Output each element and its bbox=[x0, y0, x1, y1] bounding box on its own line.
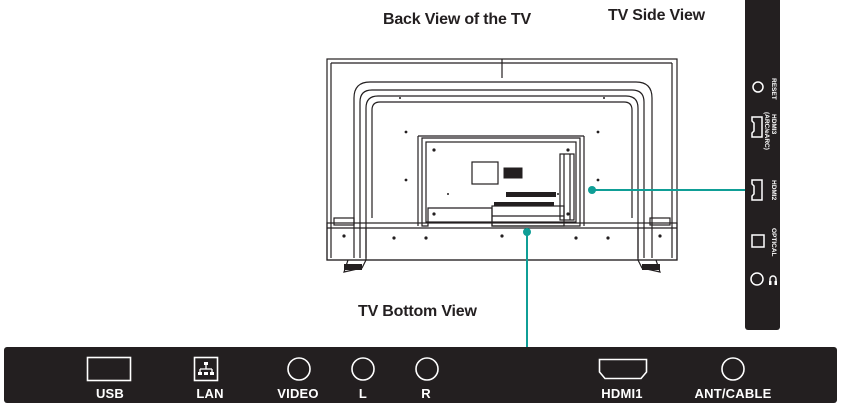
side-label-reset: RESET bbox=[770, 78, 777, 100]
video-jack-icon bbox=[287, 357, 311, 381]
side-label-hdmi3-arc: (ARC/eARC) bbox=[763, 112, 770, 150]
usb-port-icon bbox=[86, 356, 132, 382]
side-connector-panel: RESET HDMI3 (ARC/eARC) HDMI2 OPTICAL bbox=[745, 0, 780, 330]
tv-back-drawing bbox=[326, 58, 678, 273]
lan-port-icon bbox=[193, 356, 219, 382]
port-label-ant-cable: ANT/CABLE bbox=[694, 386, 772, 401]
optical-port-icon bbox=[751, 234, 765, 248]
side-label-optical: OPTICAL bbox=[770, 228, 777, 257]
port-label-video: VIDEO bbox=[277, 386, 319, 401]
port-label-lan: LAN bbox=[196, 386, 224, 401]
side-pointer-line bbox=[592, 189, 745, 191]
back-view-title: Back View of the TV bbox=[383, 11, 531, 28]
side-view-title: TV Side View bbox=[608, 7, 705, 24]
port-label-l: L bbox=[358, 386, 368, 401]
bottom-pointer-line bbox=[526, 232, 528, 347]
side-label-hdmi2: HDMI2 bbox=[770, 180, 777, 201]
bottom-pointer-dot bbox=[523, 228, 531, 236]
hdmi1-port-icon bbox=[598, 358, 648, 380]
hdmi2-port-icon bbox=[751, 179, 763, 201]
side-pointer-dot bbox=[588, 186, 596, 194]
audio-left-jack-icon bbox=[351, 357, 375, 381]
coax-port-icon bbox=[721, 357, 745, 381]
hdmi3-port-icon bbox=[751, 116, 763, 138]
reset-pinhole-icon bbox=[752, 81, 764, 93]
headphone-jack-icon bbox=[750, 272, 777, 286]
port-label-hdmi1: HDMI1 bbox=[601, 386, 643, 401]
port-label-r: R bbox=[421, 386, 431, 401]
port-label-usb: USB bbox=[95, 386, 125, 401]
side-label-hdmi3: HDMI3 bbox=[770, 114, 777, 135]
bottom-view-title: TV Bottom View bbox=[358, 303, 477, 320]
audio-right-jack-icon bbox=[415, 357, 439, 381]
bottom-connector-panel: USB LAN VIDEO L R HDMI1 ANT/CABLE bbox=[4, 347, 837, 403]
